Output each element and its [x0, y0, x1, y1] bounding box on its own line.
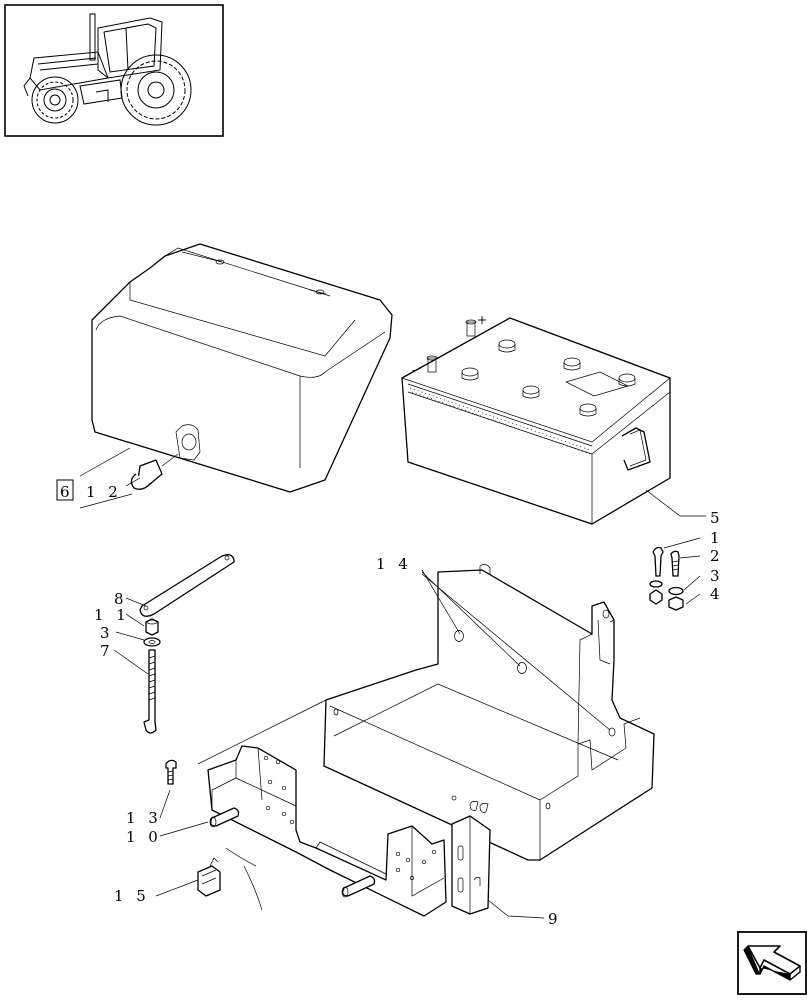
callout-6-box: [56, 479, 74, 501]
mount-bracket: [207, 745, 447, 917]
leader-lines: [79, 447, 706, 919]
knob-fastener: [130, 453, 179, 490]
callout-8: 8: [114, 590, 128, 608]
callout-12: 1 2: [86, 483, 122, 501]
arrow-icon: [743, 945, 801, 981]
callout-10: 1 0: [126, 828, 162, 846]
battery-tray: [323, 564, 655, 861]
callout-15: 1 5: [114, 887, 150, 905]
callout-11: 1 1: [94, 606, 130, 624]
hold-down-strap: [139, 554, 235, 617]
terminal-plus-mark: +: [477, 313, 487, 327]
callout-4: 4: [710, 585, 724, 603]
callout-6: 6: [60, 483, 74, 501]
nav-arrow-button[interactable]: [737, 931, 807, 995]
tractor-icon: [23, 13, 192, 126]
bracket-bolt: [165, 759, 177, 785]
tractor-thumbnail: [4, 4, 224, 137]
support-plate: [451, 815, 491, 915]
terminal-minus-mark: -: [412, 363, 416, 377]
callout-14: 1 4: [376, 555, 412, 573]
nut: [145, 618, 159, 636]
battery: [401, 317, 671, 525]
j-bolt: [143, 649, 157, 734]
callout-3b: 3: [100, 624, 114, 642]
callout-13: 1 3: [126, 809, 162, 827]
callout-1: 1: [710, 529, 724, 547]
callout-2: 2: [710, 547, 724, 565]
cable-clip: [197, 857, 221, 897]
callout-7: 7: [100, 642, 114, 660]
callout-5: 5: [710, 509, 724, 527]
washer: [143, 637, 161, 647]
battery-cover: [91, 243, 393, 493]
callout-9: 9: [548, 910, 562, 928]
bolt-set: [649, 546, 684, 611]
callout-3: 3: [710, 567, 724, 585]
